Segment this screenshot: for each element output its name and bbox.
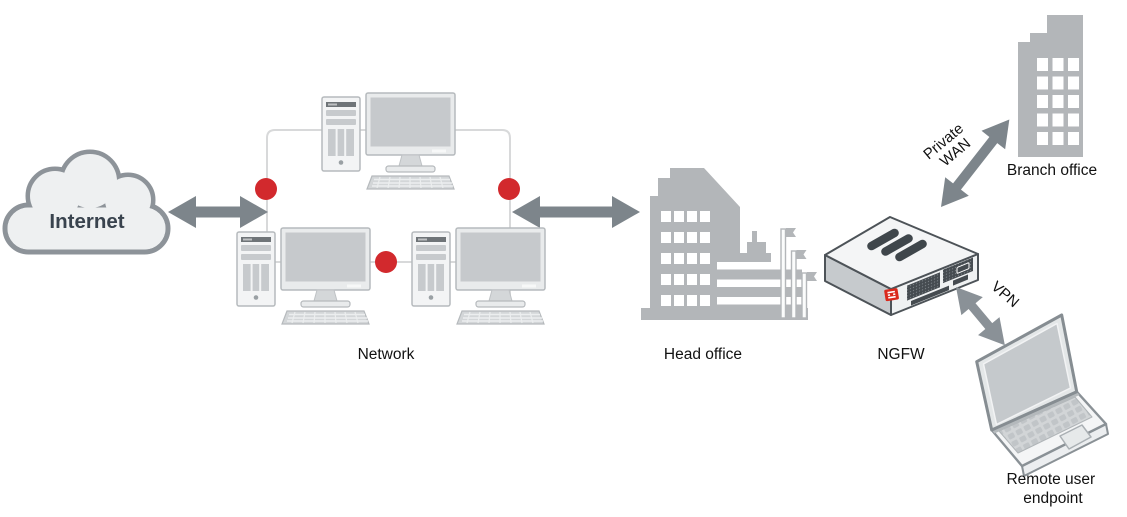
desktop-pc-icon-top bbox=[321, 92, 456, 190]
head-office-building-icon: Head office bbox=[641, 168, 817, 363]
remote-user-label: Remote user endpoint bbox=[1006, 471, 1099, 507]
ngfw-label: NGFW bbox=[877, 346, 925, 363]
internet-label: Internet bbox=[49, 210, 124, 233]
ngfw-firewall-icon: NGFW bbox=[824, 216, 979, 363]
fortinet-logo-icon bbox=[884, 288, 899, 302]
network-headoffice-arrow-icon bbox=[512, 196, 640, 228]
vpn-label: VPN bbox=[988, 278, 1022, 311]
internet-network-arrow-icon bbox=[168, 196, 268, 228]
desktop-pc-icon-bottom-left bbox=[236, 227, 371, 325]
branch-office-label: Branch office bbox=[1007, 162, 1097, 179]
private-wan-arrow-icon bbox=[941, 119, 1010, 207]
connection-node-dots bbox=[255, 178, 520, 273]
head-office-label: Head office bbox=[664, 346, 742, 363]
internet-cloud-icon: Internet bbox=[2, 149, 171, 255]
branch-office-building-icon: Branch office bbox=[1007, 15, 1097, 179]
desktop-pc-icon-bottom-right bbox=[411, 227, 546, 325]
remote-laptop-icon: Remote user endpoint bbox=[975, 313, 1109, 507]
flag-poles bbox=[780, 228, 817, 319]
network-label: Network bbox=[358, 346, 415, 363]
vpn-arrow-icon bbox=[956, 287, 1005, 346]
